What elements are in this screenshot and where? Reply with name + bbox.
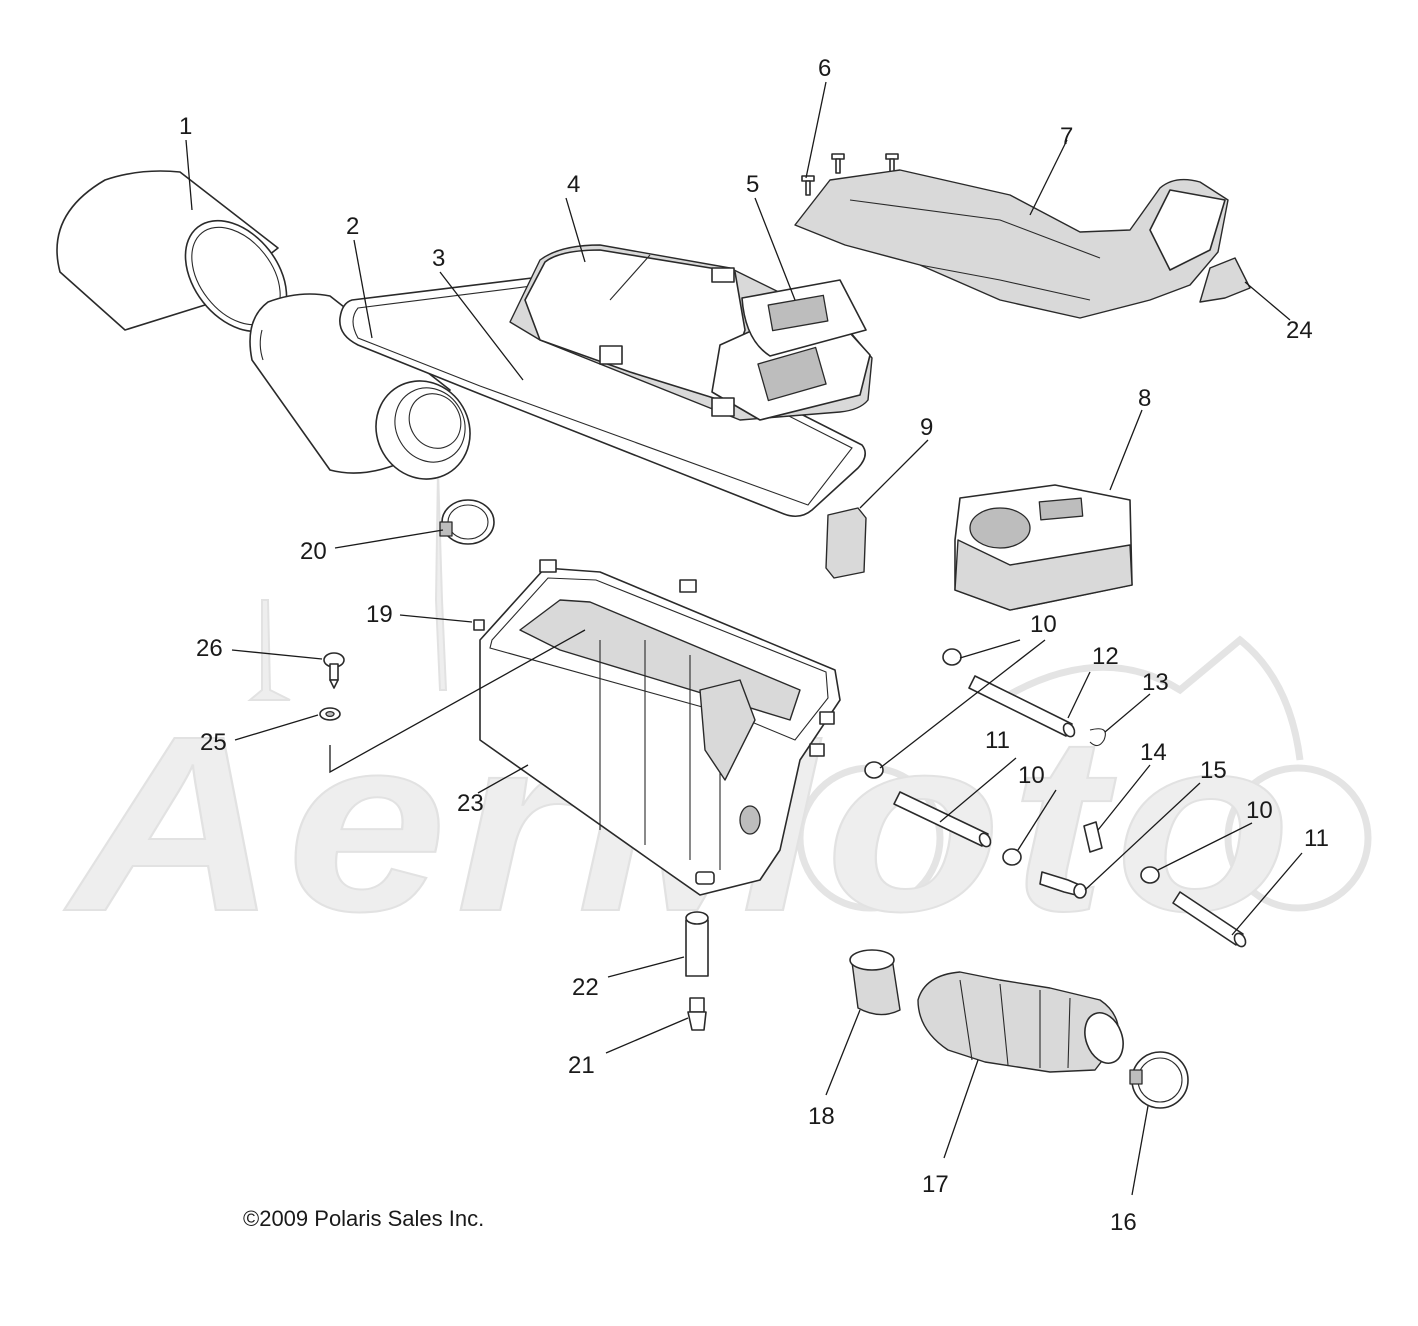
callout-7: 7 — [1060, 123, 1073, 150]
watermark-wheel-front — [1224, 764, 1372, 912]
part-21-drain-plug — [687, 997, 707, 1031]
callout-22: 22 — [572, 974, 599, 1001]
callout-10-a: 10 — [1030, 611, 1057, 638]
callout-19: 19 — [366, 601, 393, 628]
part-11-tube-a — [893, 791, 992, 848]
part-19-screw — [473, 619, 485, 631]
part-12-tube — [968, 675, 1076, 738]
part-23-airbox-base — [479, 559, 841, 896]
part-16-hose-clamp — [1129, 1051, 1189, 1109]
part-14-clamp — [1083, 821, 1103, 853]
part-15-valve — [1039, 871, 1087, 899]
callout-3: 3 — [432, 245, 445, 272]
callout-15: 15 — [1200, 757, 1227, 784]
watermark-spire — [434, 469, 448, 691]
part-24-foam-pad — [1199, 257, 1251, 303]
part-5-cover-plate — [741, 279, 867, 357]
part-26-push-rivet — [323, 652, 345, 689]
part-25-washer — [319, 707, 341, 721]
leader-lines — [185, 81, 1303, 1196]
part-22-drain-tube — [685, 911, 709, 977]
callout-14: 14 — [1140, 739, 1167, 766]
callout-6: 6 — [818, 55, 831, 82]
part-3-gasket — [339, 277, 866, 518]
callout-11-b: 11 — [1304, 825, 1329, 852]
watermark-frame — [998, 635, 1304, 761]
copyright-text: ©2009 Polaris Sales Inc. — [243, 1206, 485, 1231]
callout-10-c: 10 — [1246, 797, 1273, 824]
part-9-foam-strip — [825, 507, 867, 579]
part-13-clip — [1089, 728, 1106, 747]
callout-18: 18 — [808, 1103, 835, 1130]
callout-21: 21 — [568, 1052, 595, 1079]
callout-17: 17 — [922, 1171, 949, 1198]
callout-5: 5 — [746, 171, 759, 198]
callout-23: 23 — [457, 790, 484, 817]
part-1-filter-sleeve — [56, 170, 288, 333]
callout-11-a: 11 — [985, 727, 1010, 754]
callout-25: 25 — [200, 729, 227, 756]
callout-9: 9 — [920, 414, 933, 441]
callout-4: 4 — [567, 171, 580, 198]
callout-8: 8 — [1138, 385, 1151, 412]
watermark-tower — [247, 599, 291, 701]
callout-1: 1 — [179, 113, 192, 140]
callout-2: 2 — [346, 213, 359, 240]
part-8-foam-block — [954, 484, 1133, 611]
part-11-tube-b — [1172, 891, 1247, 948]
callout-16: 16 — [1110, 1209, 1137, 1236]
part-2-air-filter — [249, 293, 471, 480]
callout-26: 26 — [196, 635, 223, 662]
part-17-intake-boot — [917, 971, 1124, 1073]
callout-12: 12 — [1092, 643, 1119, 670]
part-20-hose-clamp — [439, 499, 495, 545]
part-7-intake-duct — [794, 169, 1229, 319]
callout-13: 13 — [1142, 669, 1169, 696]
part-10-grommets — [864, 648, 1160, 884]
callout-20: 20 — [300, 538, 327, 565]
callout-24: 24 — [1286, 317, 1313, 344]
callout-10-b: 10 — [1018, 762, 1045, 789]
callout-numbers: 1 2 3 4 5 6 7 8 9 10 10 10 10 11 11 12 1… — [179, 55, 1329, 1236]
part-18-coupler — [849, 949, 901, 1016]
